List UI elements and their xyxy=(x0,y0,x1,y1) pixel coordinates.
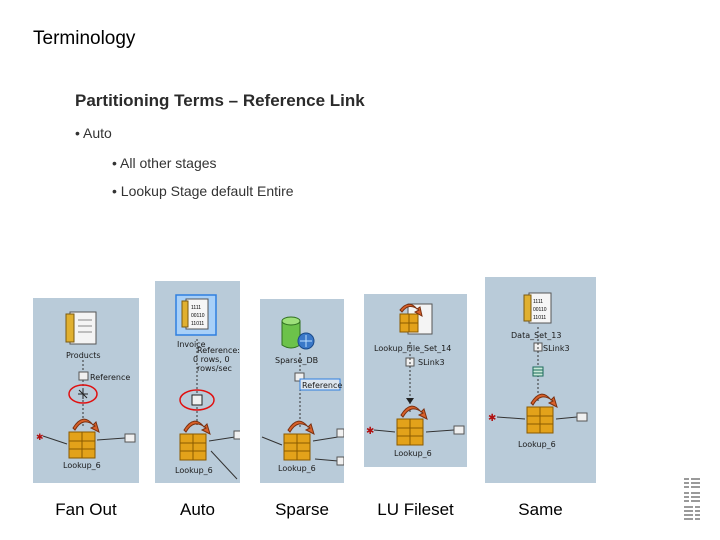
source-label: Products xyxy=(66,351,101,360)
panel-sparse: Sparse_DB Reference Lookup_6 xyxy=(260,299,344,483)
stage-label: Lookup_6 xyxy=(63,461,101,470)
reject-link[interactable] xyxy=(314,458,339,462)
source-label: Sparse_DB xyxy=(275,356,318,365)
highlight-circle xyxy=(179,389,215,411)
lookup-stage-icon[interactable] xyxy=(68,418,100,459)
caption-fan-out: Fan Out xyxy=(55,500,117,519)
lookup-stage-icon[interactable] xyxy=(396,405,428,446)
rate-label: rows/sec xyxy=(197,364,232,373)
svg-text:1111: 1111 xyxy=(191,305,201,311)
bullet-lookup-default-text: Lookup Stage default Entire xyxy=(120,183,294,199)
highlight-circle xyxy=(68,384,98,404)
rows-label: 0 rows, 0 xyxy=(193,355,230,364)
ibm-logo xyxy=(684,476,700,522)
panel-fan-out: Products Reference ✱ Lookup_6 xyxy=(33,298,139,483)
link-marker-icon xyxy=(453,425,465,435)
section-heading: Partitioning Terms – Reference Link xyxy=(75,91,365,110)
lookup-stage-icon[interactable] xyxy=(526,393,558,434)
fan-out-partition-icon xyxy=(78,389,88,399)
lookup-fileset-icon xyxy=(406,398,414,404)
stage-label: Lookup_6 xyxy=(518,440,556,449)
link-marker-icon xyxy=(124,433,136,443)
output-link[interactable] xyxy=(555,416,578,420)
output-link[interactable] xyxy=(425,429,455,433)
link-label: SLink3 xyxy=(418,358,445,367)
input-link[interactable] xyxy=(496,416,526,420)
caption-auto: Auto xyxy=(180,500,215,519)
data-set-icon[interactable]: 1111 00110 11011 xyxy=(523,292,552,324)
database-icon[interactable] xyxy=(281,316,315,350)
bullet-auto-text: Auto xyxy=(83,125,112,141)
svg-text:00110: 00110 xyxy=(533,307,547,313)
link-marker-icon xyxy=(336,456,344,466)
svg-text:11011: 11011 xyxy=(191,321,204,327)
link-marker-icon xyxy=(336,428,344,438)
data-set-icon[interactable]: 1111 00110 11011 xyxy=(175,294,217,336)
link-marker-icon xyxy=(78,371,89,381)
panel-lu-fileset: Lookup_File_Set_14 SLink3 ✱ Lookup_6 xyxy=(364,294,467,467)
caption-sparse: Sparse xyxy=(275,500,329,519)
bullet-lookup-default: • Lookup Stage default Entire xyxy=(112,183,294,199)
link-label: Reference: xyxy=(197,346,240,355)
lookup-stage-icon[interactable] xyxy=(179,420,211,461)
output-link[interactable] xyxy=(312,436,339,442)
sequential-file-icon[interactable] xyxy=(65,311,97,345)
svg-text:11011: 11011 xyxy=(533,315,546,321)
svg-text:00110: 00110 xyxy=(191,313,205,319)
source-label: Lookup_File_Set_14 xyxy=(374,344,451,353)
bullet-auto: • Auto xyxy=(75,125,112,141)
stream-marker-icon: ✱ xyxy=(36,432,44,442)
link-label: Reference xyxy=(302,381,342,390)
panel-same: 1111 00110 11011 Data_Set_13 SLink3 ✱ Look… xyxy=(485,277,596,483)
same-partition-icon xyxy=(532,366,544,377)
source-label: Data_Set_13 xyxy=(511,331,561,340)
input-link[interactable] xyxy=(261,436,283,446)
lookup-stage-icon[interactable] xyxy=(283,420,315,461)
stage-label: Lookup_6 xyxy=(175,466,213,475)
output-link[interactable] xyxy=(96,437,126,441)
input-link[interactable] xyxy=(42,435,68,445)
svg-text:1111: 1111 xyxy=(533,299,543,305)
link-label: Reference xyxy=(90,373,130,382)
link-marker-icon xyxy=(576,412,588,422)
stream-marker-icon: ✱ xyxy=(488,413,496,424)
caption-same: Same xyxy=(518,500,563,519)
caption-lu-fileset: LU Fileset xyxy=(377,500,454,519)
stream-marker-icon: ✱ xyxy=(366,426,374,437)
lookup-file-set-icon[interactable] xyxy=(399,303,433,335)
sparse-lookup-icon xyxy=(299,378,341,391)
stage-label: Lookup_6 xyxy=(278,464,316,473)
bullet-other-stages: • All other stages xyxy=(112,155,217,171)
source-label: Invoice xyxy=(177,340,206,349)
stage-label: Lookup_6 xyxy=(394,449,432,458)
slide-title: Terminology xyxy=(33,28,136,49)
bullet-other-stages-text: All other stages xyxy=(120,155,217,171)
input-link[interactable] xyxy=(373,429,396,433)
link-label: SLink3 xyxy=(543,344,570,353)
link-marker-icon xyxy=(233,430,240,440)
reject-link[interactable] xyxy=(210,450,238,480)
auto-partition-icon xyxy=(191,394,203,406)
panel-auto: 1111 00110 11011 Invoice Reference: 0 rows… xyxy=(155,281,240,483)
output-link[interactable] xyxy=(208,436,236,442)
